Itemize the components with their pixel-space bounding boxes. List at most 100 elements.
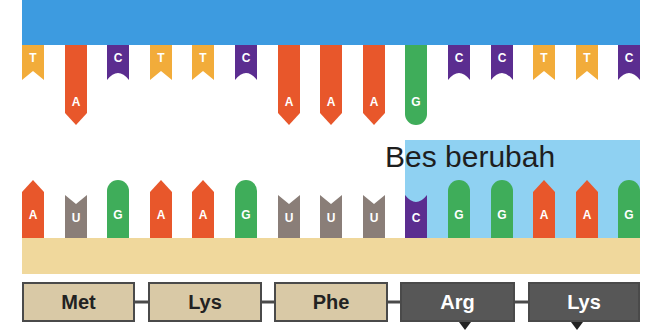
base-outline [278, 195, 300, 238]
rna-base: G [618, 180, 640, 238]
annotation-label: Bes berubah [385, 140, 555, 174]
dna-base: C [618, 45, 640, 80]
base-letter: C [235, 51, 257, 65]
dna-base: A [363, 45, 385, 125]
mrna-backbone [22, 238, 640, 274]
base-letter: G [107, 208, 129, 222]
amino-acid-box: Met [22, 282, 135, 322]
dna-backbone [22, 0, 640, 45]
rna-base: G [491, 180, 513, 238]
amino-acid-box: Arg [400, 282, 515, 322]
base-letter: U [363, 211, 385, 225]
amino-acid-name: Arg [440, 291, 474, 314]
base-letter: T [576, 51, 598, 65]
base-letter: T [22, 51, 44, 65]
base-outline [491, 45, 513, 80]
rna-base: C [405, 195, 427, 238]
peptide-link [135, 301, 148, 304]
base-letter: G [405, 95, 427, 109]
base-outline [235, 180, 257, 238]
base-outline [618, 180, 640, 238]
rna-base: A [576, 180, 598, 238]
base-letter: A [363, 95, 385, 109]
rna-base: A [192, 180, 214, 238]
base-shape [363, 45, 385, 125]
base-letter: A [576, 208, 598, 222]
base-letter: C [405, 211, 427, 225]
base-letter: C [107, 51, 129, 65]
peptide-link [515, 301, 528, 304]
base-outline [320, 195, 342, 238]
base-letter: A [533, 208, 555, 222]
base-shape [65, 45, 87, 125]
base-outline [576, 45, 598, 80]
base-letter: A [278, 95, 300, 109]
rna-base: G [448, 180, 470, 238]
dna-base: T [192, 45, 214, 80]
base-outline [65, 45, 87, 125]
dna-base: T [533, 45, 555, 80]
peptide-link [262, 301, 274, 304]
base-letter: U [65, 211, 87, 225]
base-outline [405, 195, 427, 238]
amino-acid-box: Lys [148, 282, 262, 322]
dna-base: C [235, 45, 257, 80]
base-shape [320, 45, 342, 125]
base-outline [405, 45, 427, 125]
rna-base: U [278, 195, 300, 238]
base-shape [405, 45, 427, 125]
rna-base: G [107, 180, 129, 238]
base-letter: T [533, 51, 555, 65]
base-outline [107, 45, 129, 80]
base-outline [576, 180, 598, 238]
base-letter: A [192, 208, 214, 222]
base-letter: G [618, 208, 640, 222]
base-letter: C [491, 51, 513, 65]
base-letter: A [22, 208, 44, 222]
pointer-mark [459, 322, 471, 330]
base-outline [618, 45, 640, 80]
base-letter: C [618, 51, 640, 65]
base-letter: T [150, 51, 172, 65]
base-letter: C [448, 51, 470, 65]
rna-base: G [235, 180, 257, 238]
amino-acid-box: Phe [274, 282, 388, 322]
base-letter: G [235, 208, 257, 222]
dna-base: C [107, 45, 129, 80]
base-letter: A [65, 95, 87, 109]
base-letter: U [320, 211, 342, 225]
peptide-link [388, 301, 400, 304]
base-outline [150, 180, 172, 238]
base-letter: G [491, 208, 513, 222]
amino-acid-name: Met [61, 291, 95, 314]
base-letter: A [320, 95, 342, 109]
base-outline [363, 45, 385, 125]
dna-base: C [448, 45, 470, 80]
base-outline [448, 45, 470, 80]
base-outline [533, 180, 555, 238]
base-outline [192, 45, 214, 80]
base-outline [363, 195, 385, 238]
base-outline [22, 45, 44, 80]
dna-base: T [22, 45, 44, 80]
base-outline [150, 45, 172, 80]
pointer-mark [571, 322, 583, 330]
base-letter: A [150, 208, 172, 222]
base-outline [192, 180, 214, 238]
rna-base: U [363, 195, 385, 238]
dna-base: A [278, 45, 300, 125]
amino-acid-name: Lys [567, 291, 601, 314]
base-outline [22, 180, 44, 238]
base-letter: T [192, 51, 214, 65]
rna-base: U [65, 195, 87, 238]
base-outline [235, 45, 257, 80]
amino-acid-name: Phe [313, 291, 350, 314]
base-letter: G [448, 208, 470, 222]
dna-base: T [576, 45, 598, 80]
base-outline [107, 180, 129, 238]
rna-base: U [320, 195, 342, 238]
base-shape [278, 45, 300, 125]
dna-base: G [405, 45, 427, 125]
dna-base: T [150, 45, 172, 80]
dna-base: A [320, 45, 342, 125]
